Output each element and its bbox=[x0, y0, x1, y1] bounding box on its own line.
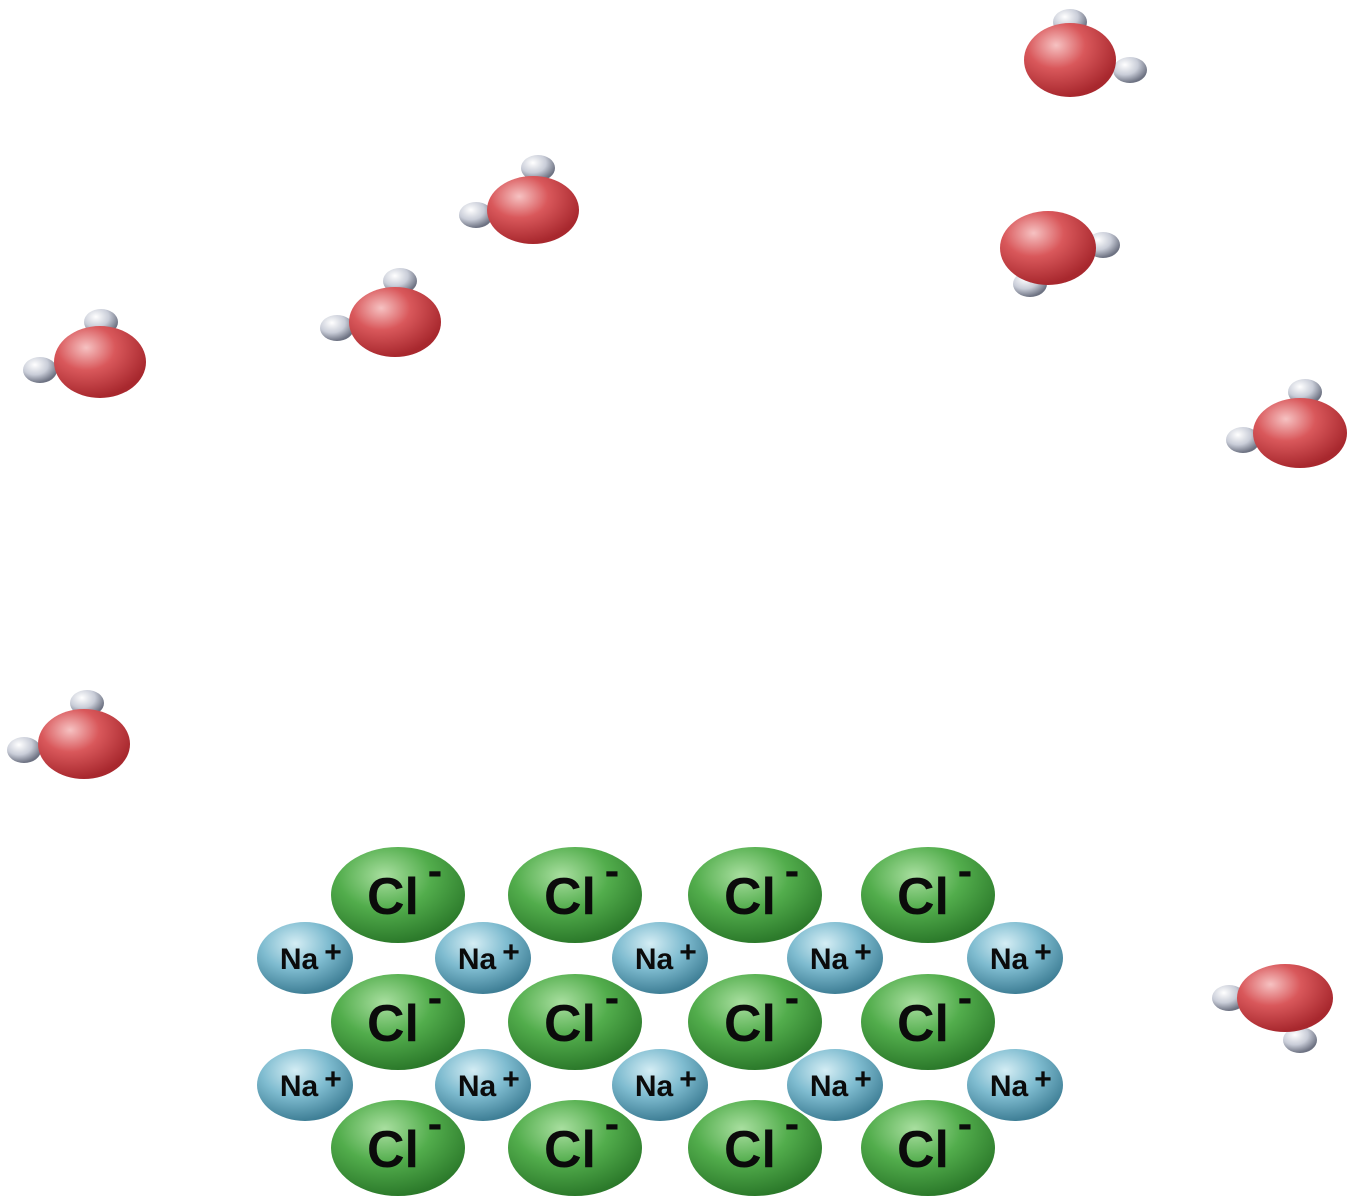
sodium-symbol: Na bbox=[810, 943, 849, 976]
sodium-symbol: Na bbox=[990, 943, 1029, 976]
water-molecule bbox=[1000, 211, 1120, 297]
sodium-ion: Na+ bbox=[612, 1049, 708, 1121]
chloride-ion: Cl- bbox=[861, 1099, 995, 1196]
water-molecules bbox=[7, 9, 1347, 1053]
sodium-symbol: Na bbox=[458, 943, 497, 976]
sodium-charge: + bbox=[324, 1063, 342, 1096]
chloride-symbol: Cl bbox=[724, 995, 776, 1053]
oxygen-atom bbox=[1024, 23, 1116, 97]
chloride-symbol: Cl bbox=[544, 868, 596, 926]
hydrogen-atom bbox=[23, 357, 57, 383]
chloride-symbol: Cl bbox=[367, 1121, 419, 1179]
chloride-charge: - bbox=[958, 973, 973, 1022]
water-molecule bbox=[1024, 9, 1147, 97]
sodium-symbol: Na bbox=[458, 1070, 497, 1103]
chloride-symbol: Cl bbox=[724, 868, 776, 926]
chloride-symbol: Cl bbox=[367, 868, 419, 926]
oxygen-atom bbox=[54, 326, 146, 398]
sodium-charge: + bbox=[679, 936, 697, 969]
water-molecule bbox=[320, 268, 441, 357]
chloride-ion: Cl- bbox=[331, 846, 465, 943]
chloride-ion: Cl- bbox=[331, 1099, 465, 1196]
hydrogen-atom bbox=[1113, 57, 1147, 83]
chloride-symbol: Cl bbox=[367, 995, 419, 1053]
hydrogen-atom bbox=[7, 737, 41, 763]
hydrogen-atom bbox=[320, 315, 354, 341]
sodium-ion: Na+ bbox=[787, 1049, 883, 1121]
chloride-charge: - bbox=[428, 973, 443, 1022]
sodium-ion: Na+ bbox=[967, 922, 1063, 994]
sodium-ion: Na+ bbox=[612, 922, 708, 994]
chloride-charge: - bbox=[605, 846, 620, 895]
sodium-charge: + bbox=[854, 936, 872, 969]
oxygen-atom bbox=[1000, 211, 1096, 285]
chloride-charge: - bbox=[605, 1099, 620, 1148]
sodium-symbol: Na bbox=[990, 1070, 1029, 1103]
chloride-charge: - bbox=[605, 973, 620, 1022]
chloride-symbol: Cl bbox=[897, 995, 949, 1053]
oxygen-atom bbox=[487, 176, 579, 244]
chloride-charge: - bbox=[958, 1099, 973, 1148]
sodium-charge: + bbox=[1034, 936, 1052, 969]
sodium-ion: Na+ bbox=[435, 922, 531, 994]
chloride-ion: Cl- bbox=[508, 973, 642, 1070]
sodium-ion: Na+ bbox=[787, 922, 883, 994]
sodium-charge: + bbox=[324, 936, 342, 969]
sodium-charge: + bbox=[502, 1063, 520, 1096]
sodium-symbol: Na bbox=[280, 943, 319, 976]
chloride-charge: - bbox=[958, 846, 973, 895]
water-molecule bbox=[459, 155, 579, 244]
chloride-charge: - bbox=[785, 846, 800, 895]
sodium-symbol: Na bbox=[635, 943, 674, 976]
sodium-ion: Na+ bbox=[435, 1049, 531, 1121]
chloride-ion: Cl- bbox=[688, 846, 822, 943]
chloride-symbol: Cl bbox=[897, 1121, 949, 1179]
sodium-charge: + bbox=[502, 936, 520, 969]
sodium-ion: Na+ bbox=[257, 1049, 353, 1121]
chloride-charge: - bbox=[428, 1099, 443, 1148]
sodium-symbol: Na bbox=[810, 1070, 849, 1103]
sodium-ion: Na+ bbox=[257, 922, 353, 994]
water-molecule bbox=[7, 690, 130, 779]
chloride-ion: Cl- bbox=[688, 973, 822, 1070]
oxygen-atom bbox=[1253, 398, 1347, 468]
sodium-charge: + bbox=[679, 1063, 697, 1096]
chloride-symbol: Cl bbox=[897, 868, 949, 926]
sodium-charge: + bbox=[854, 1063, 872, 1096]
oxygen-atom bbox=[1237, 964, 1333, 1032]
salt-crystal-lattice: Na+Na+Na+Na+Na+Na+Na+Na+Na+Na+Cl-Cl-Cl-C… bbox=[257, 846, 1063, 1196]
sodium-symbol: Na bbox=[635, 1070, 674, 1103]
sodium-charge: + bbox=[1034, 1063, 1052, 1096]
chloride-symbol: Cl bbox=[544, 995, 596, 1053]
chloride-charge: - bbox=[428, 846, 443, 895]
chloride-ion: Cl- bbox=[861, 973, 995, 1070]
chloride-charge: - bbox=[785, 1099, 800, 1148]
chloride-charge: - bbox=[785, 973, 800, 1022]
chloride-ion: Cl- bbox=[508, 1099, 642, 1196]
sodium-ion: Na+ bbox=[967, 1049, 1063, 1121]
chloride-symbol: Cl bbox=[544, 1121, 596, 1179]
chloride-ion: Cl- bbox=[508, 846, 642, 943]
sodium-symbol: Na bbox=[280, 1070, 319, 1103]
water-molecule bbox=[23, 309, 146, 398]
water-molecule bbox=[1226, 379, 1347, 468]
chloride-ion: Cl- bbox=[861, 846, 995, 943]
chloride-ion: Cl- bbox=[688, 1099, 822, 1196]
oxygen-atom bbox=[349, 287, 441, 357]
chloride-symbol: Cl bbox=[724, 1121, 776, 1179]
chloride-ion: Cl- bbox=[331, 973, 465, 1070]
water-molecule bbox=[1212, 964, 1333, 1053]
oxygen-atom bbox=[38, 709, 130, 779]
